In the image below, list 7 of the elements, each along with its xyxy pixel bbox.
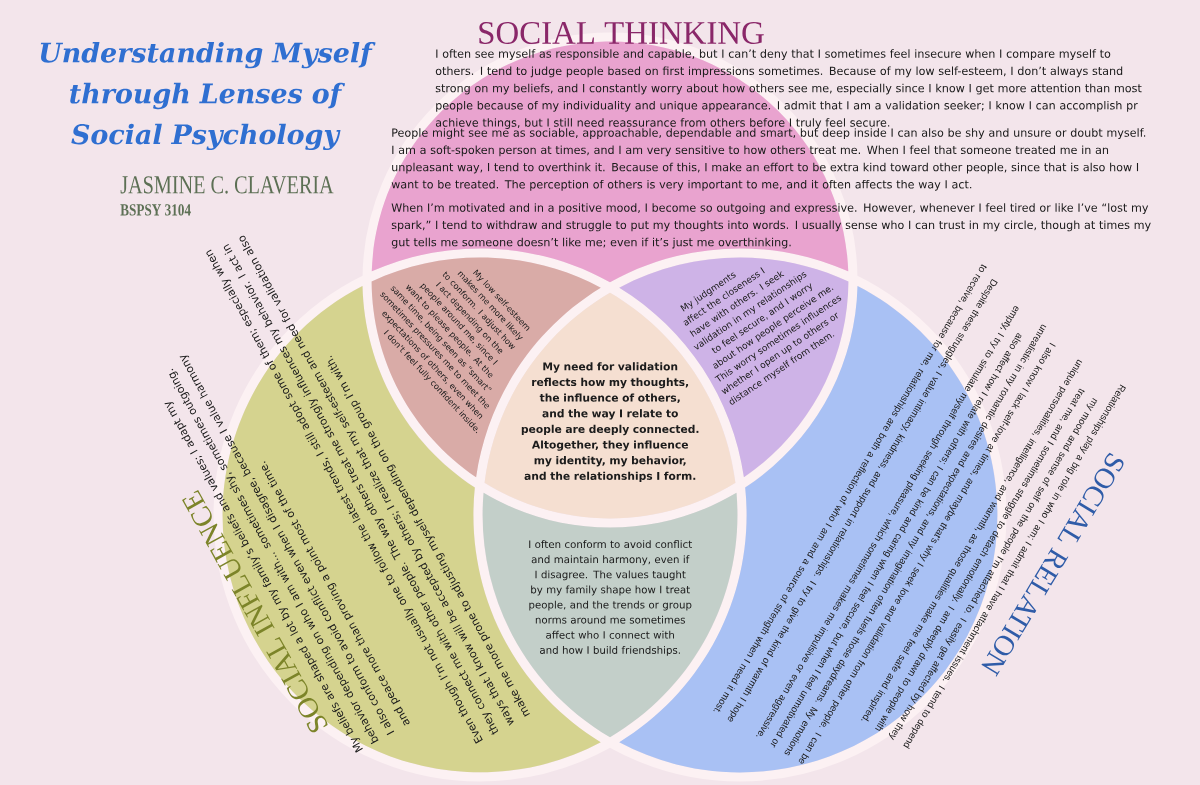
paragraph: People might see me as sociable, approachable, dependable and smart, but deep inside I can also be shy and unsure or doubt myself. I am a soft-spoken person at times, and I am very sensitive to how others treat me. When I feel that someone treated me in an unpleasant way, I tend to overthink it. Because of this, I make an effort to be extra kind toward other people, since that is also how I want to be treated. The perception of others is very important to me, and it often affects the way I act. — [391, 128, 1146, 191]
title: Understanding Myself through Lenses of Social Psychology — [40, 41, 376, 151]
course-code: BSPSY 3104 — [120, 204, 191, 216]
paragraph: When I’m motivated and in a positive mood, I become so outgoing and expressive. However, whenever I feel tired or like I’ve “lost my spark,” I tend to withdraw and struggle to put my thoughts into words. I usually sense who I can trust in my circle, though at times my gut tells me someone doesn’t like me; even if it’s just me overthinking. — [391, 203, 1151, 249]
paragraph: I often see myself as responsible and capable, but I can’t deny that I sometimes feel insecure when I compare myself to others. I tend to judge people based on first impressions sometimes. Because of my low self-esteem, I don’t always stand strong on my beliefs, and I constantly worry about how others see me, especially since I know I get more attention than most people because of my individuality and unique appearance. I admit that I am a validation seeker; I know I can accomplish pr achieve things, but I still need reassurance from others before I truly feel secure. — [435, 49, 1142, 129]
author-name: JASMINE C. CLAVERIA — [120, 176, 334, 194]
heading: SOCIAL THINKING — [479, 21, 764, 45]
